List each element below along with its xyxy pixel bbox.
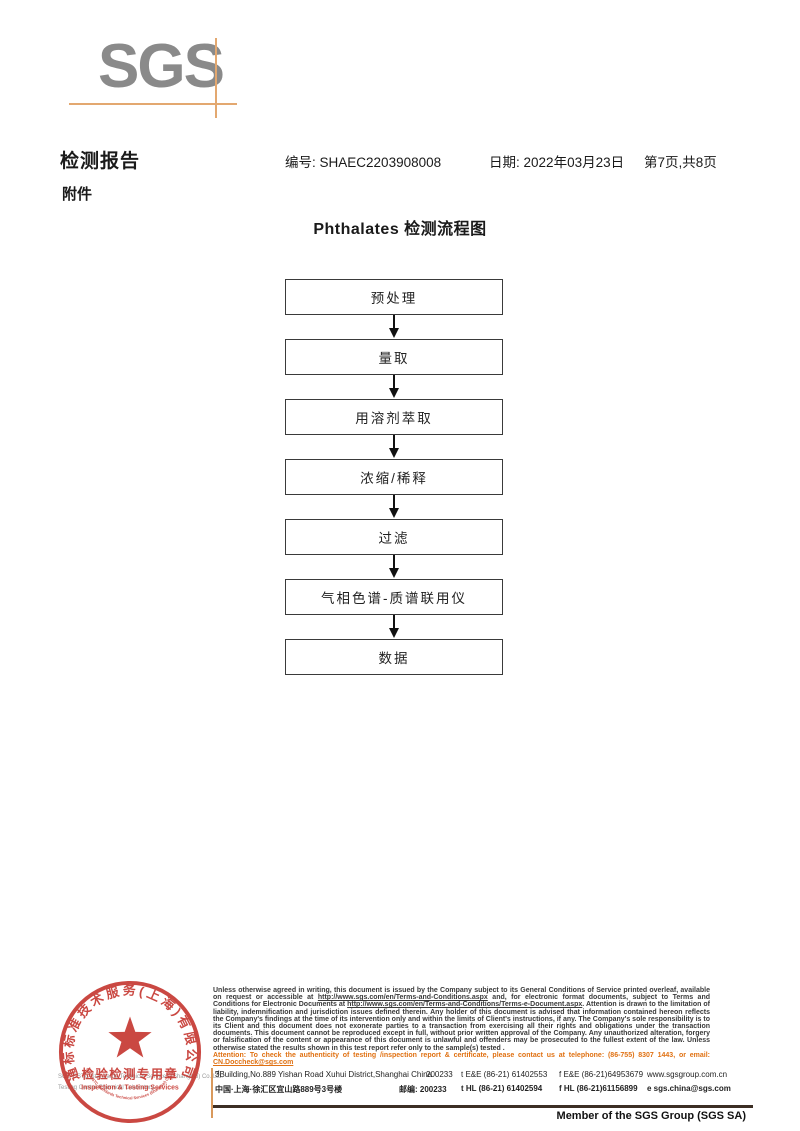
report-number-value: SHAEC2203908008 xyxy=(319,155,442,170)
website-link[interactable]: www.sgsgroup.com.cn xyxy=(647,1070,728,1079)
sgs-logo: SGS xyxy=(98,32,225,101)
report-date-value: 2022年03月23日 xyxy=(523,155,625,170)
legal-text-3: . Attention is drawn to the limitation o… xyxy=(213,1001,710,1052)
footer-vertical-divider xyxy=(211,1068,213,1118)
legal-text-1: Unless otherwise agreed in writing, this… xyxy=(213,987,710,1002)
stamp-center-line2: Inspection & Testing Services xyxy=(81,1084,179,1091)
phone-ee: t E&E (86-21) 61402553 xyxy=(461,1070,548,1079)
sgs-member-note: Member of the SGS Group (SGS SA) xyxy=(556,1110,746,1122)
logo-crosshair-vertical xyxy=(215,38,217,118)
flow-step-concentrate-dilute: 浓缩/稀释 xyxy=(285,459,503,495)
logo-crosshair-horizontal xyxy=(69,103,237,105)
flow-step-gcms: 气相色谱-质谱联用仪 xyxy=(285,579,503,615)
flowchart: 预处理 量取 用溶剂萃取 浓缩/稀释 过滤 气相色谱-质谱联用仪 数据 xyxy=(285,279,503,675)
fax-hl: f HL (86-21)61156899 xyxy=(559,1084,638,1093)
report-number: 编号: SHAEC2203908008 xyxy=(285,151,441,171)
terms-e-document-link[interactable]: http://www.sgs.com/en/Terms-and-Conditio… xyxy=(347,1001,583,1009)
stamp-star-icon xyxy=(108,1016,152,1058)
down-arrow-icon xyxy=(285,495,503,519)
postcode-en: 200233 xyxy=(426,1070,453,1079)
report-date-label: 日期: xyxy=(489,155,520,170)
inspection-stamp: 通标标准技术服务(上海)有限公司 检验检测专用章 Inspection & Te… xyxy=(58,980,202,1124)
report-number-label: 编号: xyxy=(285,155,316,170)
attention-text: Attention: To check the authenticity of … xyxy=(213,1051,710,1059)
flow-step-pretreatment: 预处理 xyxy=(285,279,503,315)
flowchart-title: Phthalates 检测流程图 xyxy=(313,221,487,238)
address-row-cn: 中国·上海·徐汇区宜山路889号3号楼 邮编: 200233 t HL (86-… xyxy=(213,1084,753,1098)
lab-name-text: SGS-CSTC Standards Technical Services (S… xyxy=(58,1072,228,1094)
footer-horizontal-rule xyxy=(213,1105,753,1108)
flow-step-solvent-extraction: 用溶剂萃取 xyxy=(285,399,503,435)
report-title: 检测报告 xyxy=(60,151,141,172)
terms-link[interactable]: http://www.sgs.com/en/Terms-and-Conditio… xyxy=(317,994,488,1002)
stamp-center-line1: 检验检测专用章 xyxy=(82,1067,179,1082)
legal-disclaimer: Unless otherwise agreed in writing, this… xyxy=(213,987,710,1066)
down-arrow-icon xyxy=(285,555,503,579)
attachment-label: 附件 xyxy=(62,186,93,203)
doccheck-email-link[interactable]: CN.Doccheck@sgs.com xyxy=(213,1059,294,1067)
lab-name-line1: SGS-CSTC Standards Technical Services (S… xyxy=(58,1074,223,1080)
flow-step-data: 数据 xyxy=(285,639,503,675)
postcode-cn: 邮编: 200233 xyxy=(399,1085,447,1094)
flow-step-measure: 量取 xyxy=(285,339,503,375)
report-date: 日期: 2022年03月23日 xyxy=(489,151,624,171)
fax-ee: f E&E (86-21)64953679 xyxy=(559,1070,644,1079)
down-arrow-icon xyxy=(285,315,503,339)
email-link[interactable]: e sgs.china@sgs.com xyxy=(647,1084,731,1093)
page-indicator: 第7页,共8页 xyxy=(644,155,717,170)
flow-step-filter: 过滤 xyxy=(285,519,503,555)
lab-name-line2: Testing Center-Chemical Laboratory. xyxy=(58,1084,156,1091)
down-arrow-icon xyxy=(285,435,503,459)
down-arrow-icon xyxy=(285,615,503,639)
address-cn: 中国·上海·徐汇区宜山路889号3号楼 xyxy=(215,1085,343,1094)
phone-hl: t HL (86-21) 61402594 xyxy=(461,1084,543,1093)
down-arrow-icon xyxy=(285,375,503,399)
legal-text-2: and, for electronic format documents, su… xyxy=(213,994,711,1009)
